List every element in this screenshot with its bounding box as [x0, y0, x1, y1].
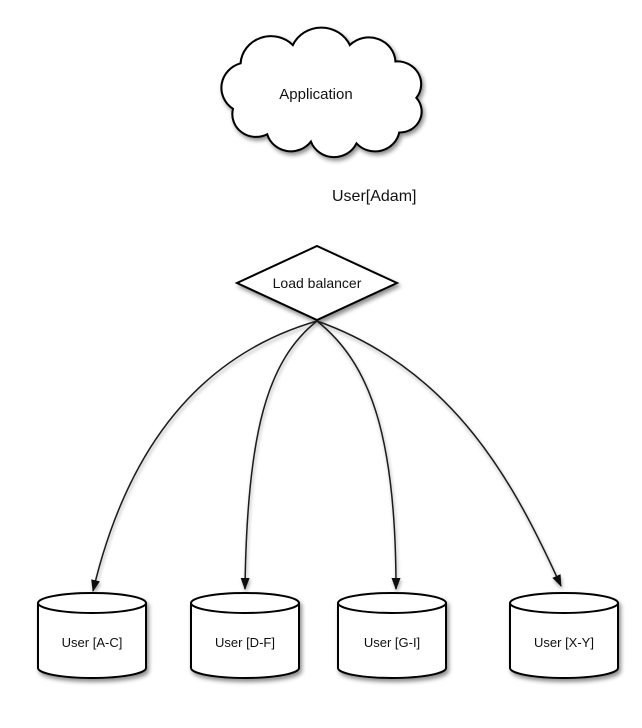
application-node: Application	[220, 26, 423, 159]
cylinder-top	[337, 592, 447, 614]
lb-to-shard-x-y-arrow	[316, 320, 562, 587]
shard-label: User [X-Y]	[534, 635, 594, 650]
db-cylinder-g-i: User [G-I]	[337, 592, 447, 679]
flow-label: User[Adam]	[332, 188, 416, 205]
cylinder-top	[509, 592, 619, 614]
cylinder-top	[37, 592, 147, 614]
application-label: Application	[279, 86, 352, 103]
shard-label: User [D-F]	[215, 635, 275, 650]
lb-to-shard-edges	[91, 320, 562, 592]
lb-to-shard-g-i-arrow	[316, 320, 401, 590]
shard-label: User [A-C]	[62, 635, 123, 650]
lb-to-shard-d-f-arrow	[240, 320, 318, 590]
cylinder-body	[37, 603, 147, 679]
shard-label: User [G-I]	[364, 635, 420, 650]
db-cylinder-a-c: User [A-C]	[37, 592, 147, 679]
load-balancer-diamond	[234, 244, 400, 322]
lb-to-shard-a-c-arrow	[91, 320, 318, 592]
db-cylinder-d-f: User [D-F]	[190, 592, 300, 679]
db-cylinder-x-y: User [X-Y]	[509, 592, 619, 679]
cylinder-body	[337, 603, 447, 679]
cylinder-top	[190, 592, 300, 614]
load-balancer-node: Load balancer	[234, 244, 400, 322]
cylinder-body	[509, 603, 619, 679]
cloud-icon	[220, 26, 423, 159]
cylinder-body	[190, 603, 300, 679]
load-balancer-label: Load balancer	[273, 275, 362, 291]
